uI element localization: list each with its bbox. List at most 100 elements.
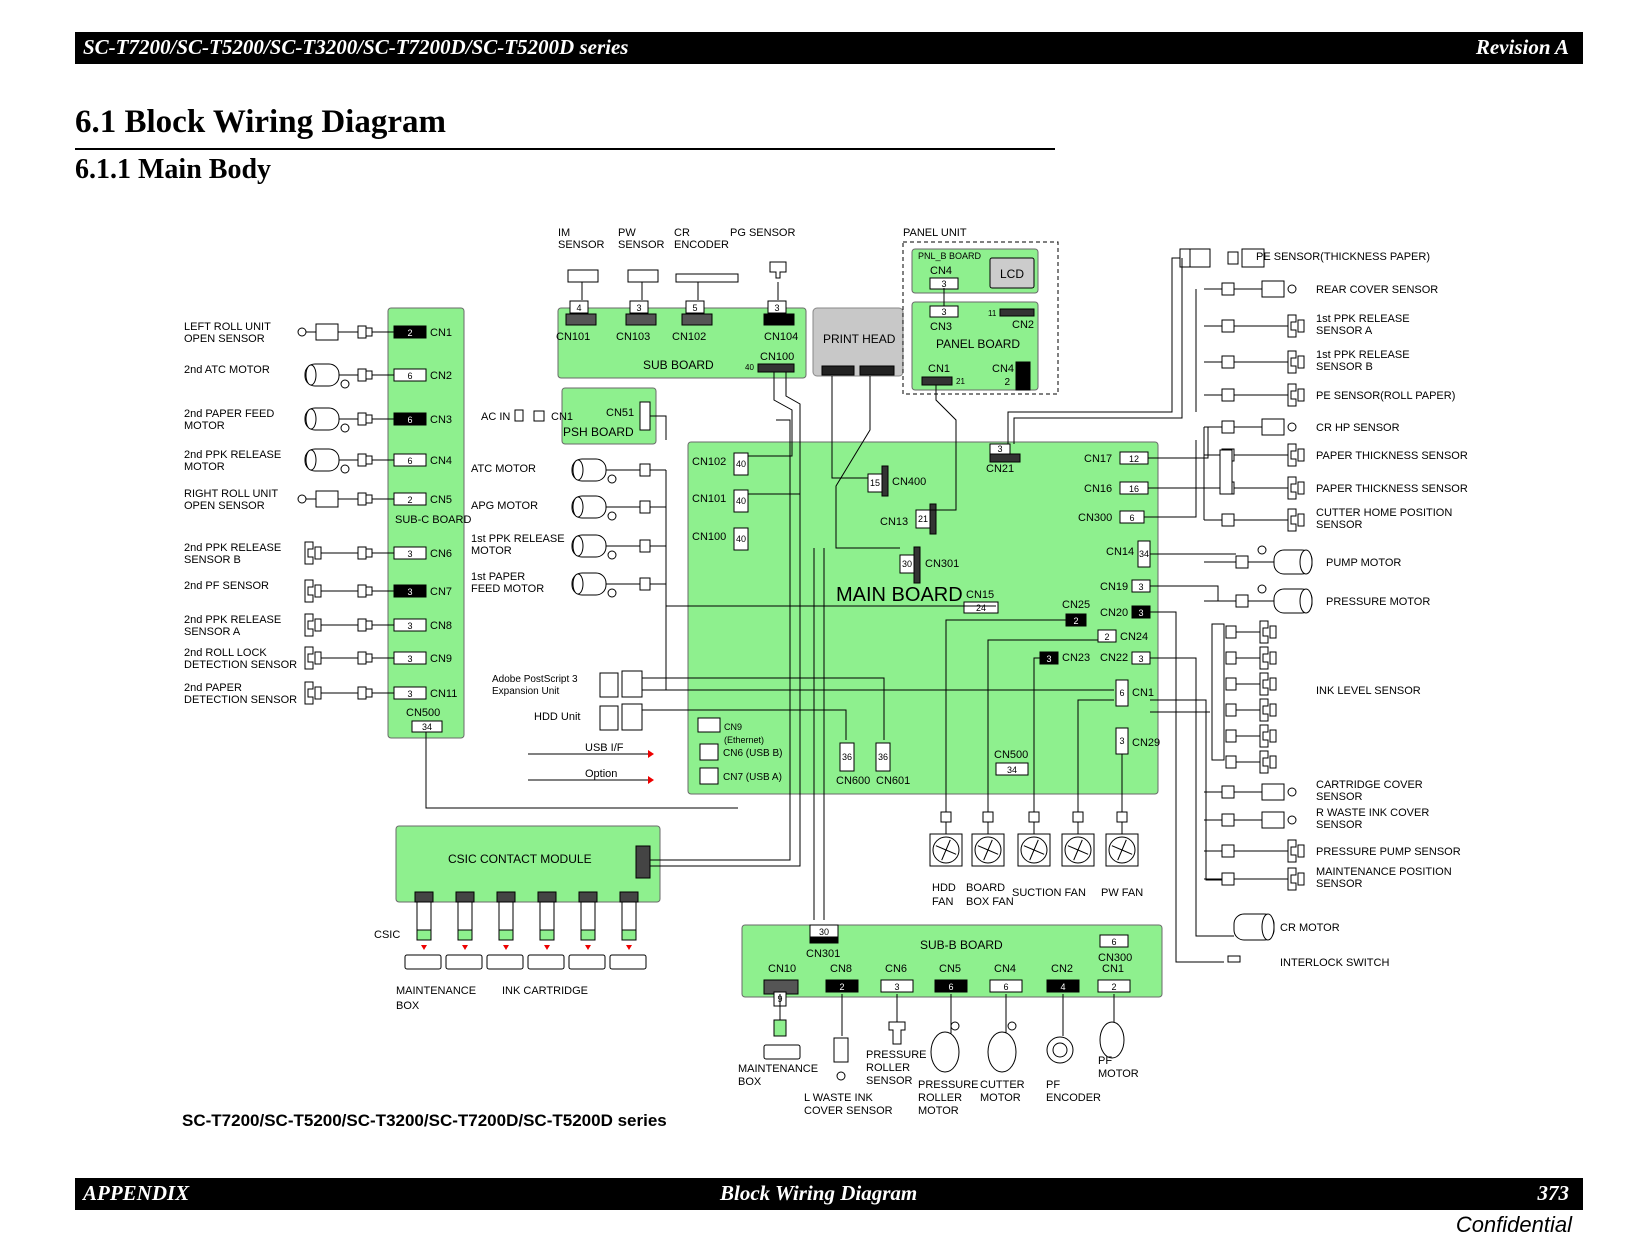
sub-c-cn6-photo-cap [314,546,322,560]
right-part-11-4-shape [1259,724,1269,748]
main-cn400-socket [881,465,889,497]
sub-c-cn11-photo-cap [314,686,322,700]
sub-b-cn301-pins: 30 [819,927,829,937]
main-cn1-label: CN1 [1132,687,1154,699]
sub-c-cn7-photo-shape [304,579,314,603]
right-part-2-plug [1221,319,1235,333]
csic-slot-4-contact [580,929,596,941]
sub-c-cn1-pins: 2 [407,328,412,338]
sub-c-cn5-pins: 2 [407,495,412,505]
csic-slot-2-contact [498,929,514,941]
sub-c-cn6-plug-a [357,546,367,560]
fan-2-blade [1023,845,1035,851]
main-cn102-box [733,452,749,476]
right-part-9-gear [1257,545,1267,555]
main-motor-1-label: APG MOTOR [471,500,538,512]
postscript-box-b [621,670,643,698]
sub-c-cn3-device-label-2: MOTOR [184,420,225,432]
fan-4-blade [1111,845,1123,851]
fan-label-1: BOARD [966,882,1005,894]
csic-slot-3-head [537,891,557,903]
sub-cn101-label: CN101 [556,331,590,343]
csic-slot-5-head [619,891,639,903]
sub-b-part-1-label-1: COVER SENSOR [804,1105,893,1117]
sub-c-cn500-pins: 34 [422,722,432,732]
right-part-5-plug [1221,420,1235,434]
sub-b-part-5-label-0: PF [1046,1079,1060,1091]
sub-c-cn5-device-label: RIGHT ROLL UNIT [184,488,278,500]
right-part-11-5-cap [1269,755,1277,769]
panel-cn3-pins: 3 [941,307,946,317]
sub-sensor-0-label: IM [558,227,570,239]
subsection-title: 6.1.1 Main Body [75,154,272,185]
sub-c-cn8-label: CN8 [430,620,452,632]
panel-cn2-label: CN2 [1012,319,1034,331]
sub-c-cn6-pins: 3 [407,549,412,559]
main-motor-2-plug [639,539,651,553]
postscript-cable [642,677,885,740]
sub-c-cn5-label: CN5 [430,494,452,506]
right-part-14-shape [1287,839,1297,863]
sub-b-cutter-motor-gear [1007,1021,1017,1031]
sub-b-cn1-6-box [1097,979,1131,993]
right-part-7-shape [1287,476,1297,500]
sub-b-cn8-1-pins: 2 [839,982,844,992]
sub-sensor-3-shape [769,261,787,279]
right-part-11-3-shape [1259,698,1269,722]
main-cn19-label: CN19 [1100,581,1128,593]
fan-4-blade [1121,839,1127,851]
sub-b-pf-motor [1099,1021,1125,1059]
sub-c-cn1-device-label: LEFT ROLL UNIT [184,321,271,333]
right-part-9-plug [1235,555,1249,569]
psh-cn1-label: CN1 [551,411,573,423]
sub-cn102-socket [681,313,713,326]
sub-c-cn2-plug-a [357,368,367,382]
postscript-label-2: Expansion Unit [492,686,559,697]
sub-cn103-pin-box [629,300,649,314]
main-cn20-route [1150,611,1224,963]
sub-c-cn7-plug-b [365,586,373,596]
right-part-6-shape [1287,443,1297,467]
sub-cn101-socket [565,313,597,326]
sub-c-cn500-label: CN500 [406,707,440,719]
main-cn29-pins: 3 [1119,736,1124,746]
sub-b-lwaste-switch [836,1071,846,1081]
fan-4-plug [1116,811,1128,823]
right-part-16-label: CR MOTOR [1280,922,1340,934]
sub-b-pressure-motor-gear [950,1021,960,1031]
footer-center: Block Wiring Diagram [720,1181,918,1205]
fan-2-blade [1033,839,1039,851]
sub-b-cutter-motor [987,1031,1017,1073]
sub-c-cn3-device-label: 2nd PAPER FEED [184,408,274,420]
sub-b-cn2-5-label: CN2 [1051,963,1073,975]
sub-c-cn11-plug-b [365,688,373,698]
sub-c-cn8-photo-shape [304,613,314,637]
sub-c-cn2-pins: 6 [407,371,412,381]
sub-c-cn8-plug-b [365,620,373,630]
hdd-cable [642,709,847,740]
right-part-13-label: R WASTE INK COVER [1316,807,1429,819]
right-part-14-cap [1297,844,1305,858]
sub-c-cn11-device-label: 2nd PAPER [184,682,242,694]
right-part-4-label: PE SENSOR(ROLL PAPER) [1316,390,1455,402]
sub-c-cn6-label: CN6 [430,548,452,560]
csic-slot-3-arrow [544,945,550,950]
main-cn20-pins: 3 [1138,608,1143,618]
main-motor-2-gear [607,550,617,560]
sub-cn104-pin-pins: 3 [774,303,779,313]
sub-c-cn9-plug-b [365,653,373,663]
sub-sensor-2-strip [675,273,739,283]
panel-unit-label: PANEL UNIT [903,227,967,239]
sub-b-part-5-label-1: ENCODER [1046,1092,1101,1104]
main-motor-1-plug [639,500,651,514]
fan-label-2-0: FAN [932,896,953,908]
sub-c-cn7-label: CN7 [430,586,452,598]
sub-b-part-4-label-1: MOTOR [980,1092,1021,1104]
right-part-13-body [1261,811,1285,829]
psh-ac-in-label: AC IN [481,411,510,423]
csic-contact-module [395,825,661,903]
right-part-2-shape [1287,314,1297,338]
sub-b-cn4-4-pins: 6 [1003,982,1008,992]
right-part-5-label: CR HP SENSOR [1316,422,1400,434]
right-part-0-box-a [1189,248,1211,268]
